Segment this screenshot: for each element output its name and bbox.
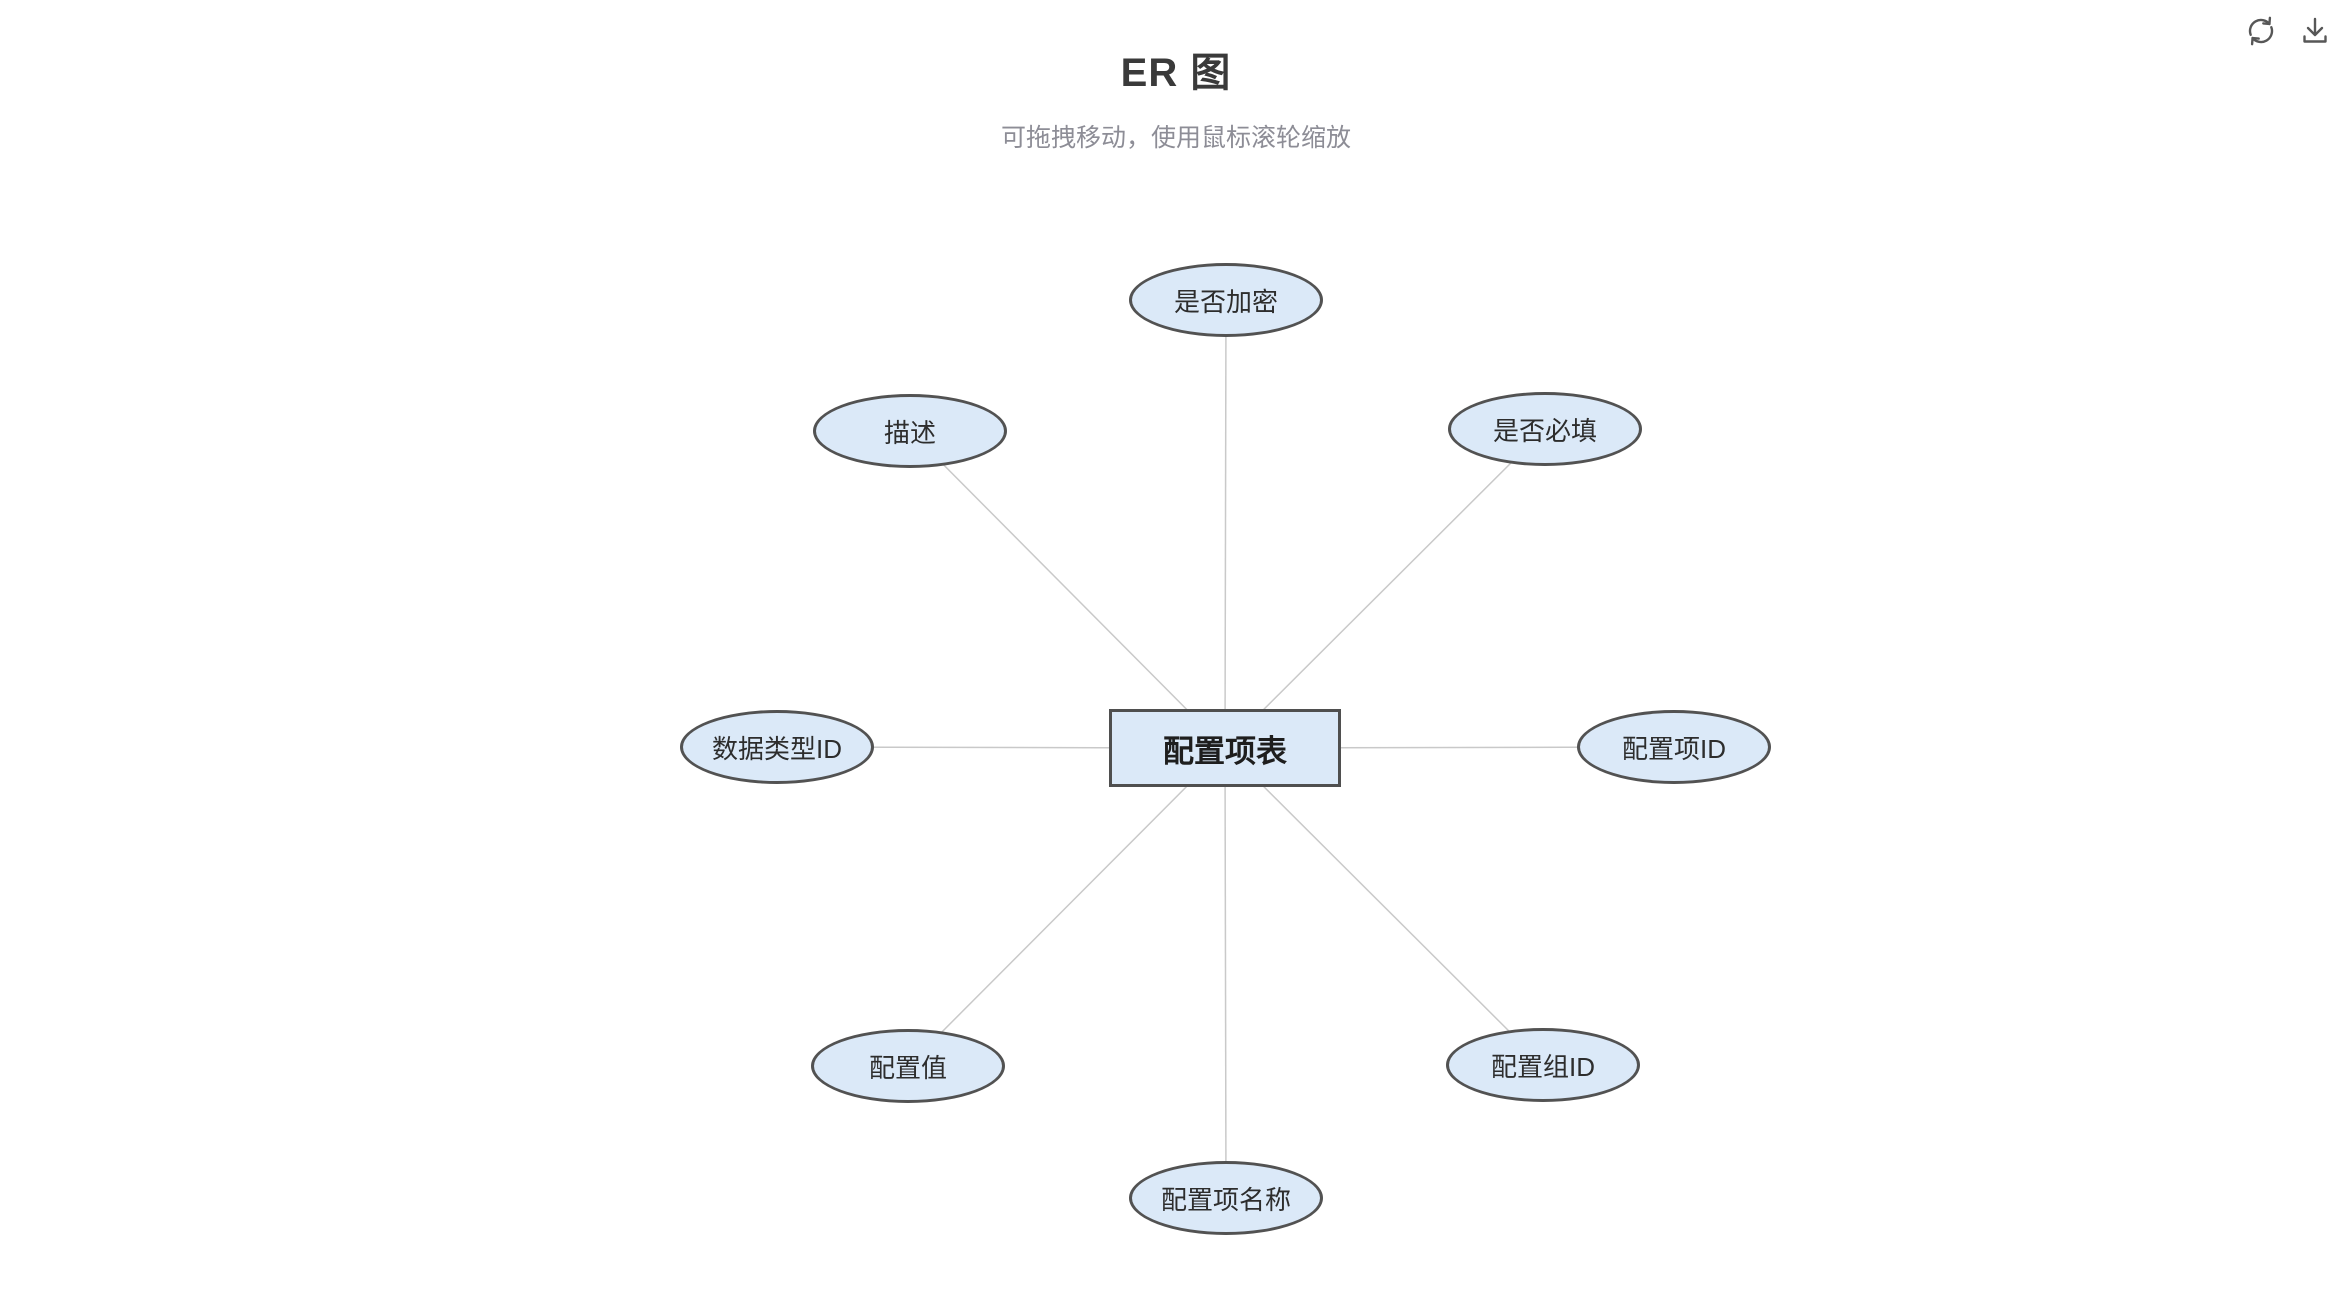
er-edge-description xyxy=(909,430,1226,749)
toolbar xyxy=(2242,13,2334,51)
er-edge-config-group-id xyxy=(1224,747,1544,1066)
refresh-button[interactable] xyxy=(2242,13,2280,51)
download-icon xyxy=(2297,13,2333,52)
er-edge-is-required xyxy=(1224,428,1546,749)
attribute-node-config-item-id[interactable]: 配置项ID xyxy=(1577,710,1771,784)
attribute-node-config-item-name[interactable]: 配置项名称 xyxy=(1129,1161,1323,1235)
attribute-node-config-group-id[interactable]: 配置组ID xyxy=(1446,1028,1640,1102)
attribute-node-config-value[interactable]: 配置值 xyxy=(811,1029,1005,1103)
attribute-node-description[interactable]: 描述 xyxy=(813,394,1007,468)
er-edge-config-value xyxy=(907,747,1226,1067)
attribute-node-is-required[interactable]: 是否必填 xyxy=(1448,392,1642,466)
er-edge-config-item-name xyxy=(1224,747,1227,1199)
attribute-node-is-encrypted[interactable]: 是否加密 xyxy=(1129,263,1323,337)
er-edge-is-encrypted xyxy=(1224,299,1227,749)
entity-node-config-item-table[interactable]: 配置项表 xyxy=(1109,709,1341,787)
refresh-icon xyxy=(2243,13,2279,52)
download-button[interactable] xyxy=(2296,13,2334,51)
attribute-node-data-type-id[interactable]: 数据类型ID xyxy=(680,710,874,784)
